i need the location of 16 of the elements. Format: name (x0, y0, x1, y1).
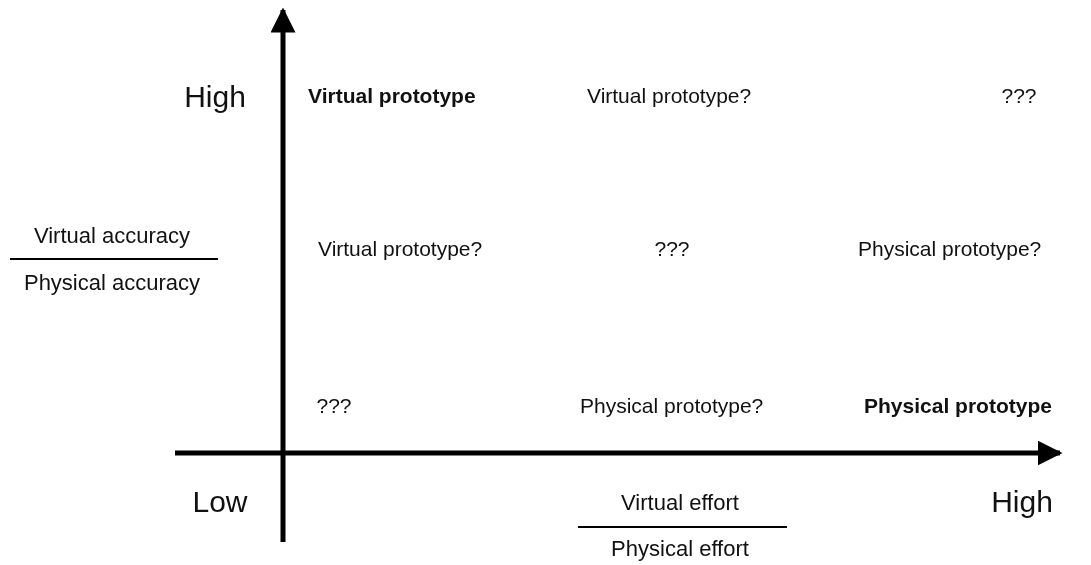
axis-title: Physical accuracy (23, 270, 201, 296)
axis-title: Physical effort (611, 536, 749, 562)
axis-label: High (184, 79, 246, 113)
cell-label: Physical prototype (864, 394, 1052, 418)
axis-label: Low (192, 484, 248, 518)
cell-label: Virtual prototype (308, 84, 476, 108)
cell-label: ??? (316, 394, 352, 418)
axis-title: Virtual accuracy (33, 223, 191, 249)
axis-title: Virtual effort (621, 490, 739, 516)
cell-label: ??? (1001, 84, 1037, 108)
cell-label: Virtual prototype? (587, 84, 752, 108)
cell-label: ??? (654, 237, 690, 261)
cell-label: Physical prototype? (580, 394, 764, 418)
cell-label: Physical prototype? (858, 237, 1042, 261)
axis-label: High (991, 484, 1053, 518)
cell-label: Virtual prototype? (318, 237, 483, 261)
